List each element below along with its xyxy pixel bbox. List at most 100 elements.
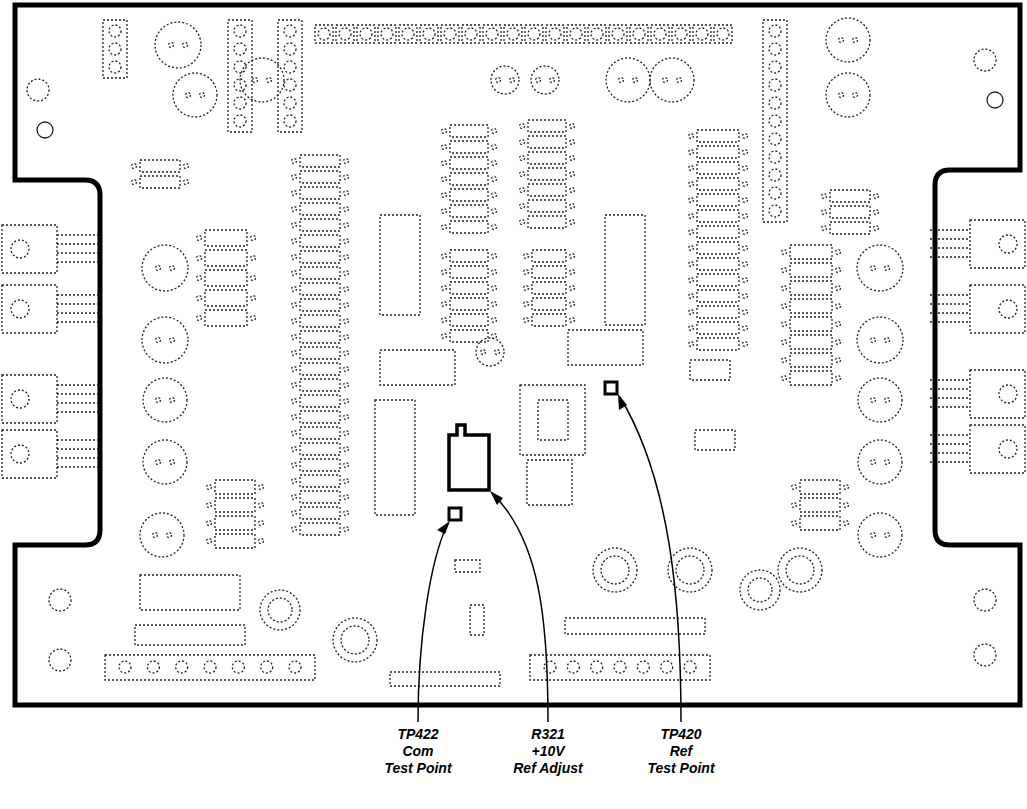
part-description: Test Point: [384, 760, 451, 777]
header-hole: [612, 28, 624, 40]
resistor-lead: [292, 223, 297, 228]
pad: [769, 187, 781, 199]
resistor: [300, 155, 340, 167]
regulator-tab: [538, 400, 568, 440]
capacitor: [826, 73, 870, 117]
resistor-lead: [689, 230, 694, 235]
resistor-lead: [184, 180, 189, 185]
resistor: [215, 480, 255, 494]
resistor-lead: [844, 503, 849, 508]
resistor-lead: [792, 485, 797, 490]
connector-pin: [11, 300, 29, 318]
resistor: [697, 226, 739, 238]
resistor-lead: [743, 150, 748, 155]
resistor-lead: [836, 286, 841, 291]
resistor-lead: [524, 302, 529, 307]
resistor: [205, 290, 247, 306]
leader-arrowhead: [618, 394, 627, 410]
board-outline: [15, 5, 1020, 705]
connector-pin: [999, 300, 1017, 318]
pad: [284, 61, 296, 73]
resistor-lead: [292, 207, 297, 212]
resistor-lead: [292, 239, 297, 244]
mounting-hole: [974, 49, 996, 71]
header-pad: [567, 25, 585, 43]
terminal-pad: [147, 661, 159, 673]
header-hole: [402, 28, 414, 40]
resistor-lead: [743, 342, 748, 347]
resistor: [790, 299, 832, 313]
transistor: [527, 460, 572, 505]
connector-pin: [11, 445, 29, 463]
resistor-lead: [520, 124, 525, 129]
resistor-lead: [344, 207, 349, 212]
resistor: [300, 475, 340, 487]
jack-ring: [333, 618, 377, 662]
resistor-lead: [207, 485, 212, 490]
capacitor-lead: [663, 78, 668, 83]
header-pad: [609, 25, 627, 43]
connector-lead: [57, 384, 100, 385]
capacitor: [857, 245, 903, 291]
resistor: [450, 221, 488, 233]
resistor-lead: [344, 463, 349, 468]
header-pad: [462, 25, 480, 43]
connector-lead: [57, 402, 100, 403]
resistor-lead: [132, 164, 137, 169]
resistor: [528, 136, 566, 148]
resistor-lead: [689, 246, 694, 251]
resistor: [697, 274, 739, 286]
resistor: [697, 162, 739, 174]
resistor-lead: [743, 198, 748, 203]
resistor-lead: [197, 276, 202, 281]
capacitor-lead: [871, 533, 876, 538]
header-hole: [633, 28, 645, 40]
resistor-lead: [442, 334, 447, 339]
pad: [234, 61, 246, 73]
resistor-lead: [492, 334, 497, 339]
capacitor-lead: [839, 93, 844, 98]
resistor-lead: [689, 326, 694, 331]
capacitor-lead: [170, 398, 175, 403]
resistor-lead: [689, 310, 694, 315]
resistor: [205, 230, 247, 246]
capacitor: [531, 66, 559, 94]
header-pad: [525, 25, 543, 43]
resistor: [532, 314, 566, 326]
resistor-lead: [292, 303, 297, 308]
resistor-lead: [743, 246, 748, 251]
pad: [109, 43, 121, 55]
terminal-strip: [105, 655, 315, 680]
resistor-lead: [492, 193, 497, 198]
part-description: Ref Adjust: [513, 760, 582, 777]
resistor: [450, 205, 488, 217]
capacitor: [857, 317, 903, 363]
jack-ring-inner: [601, 556, 629, 584]
resistor: [300, 459, 340, 471]
resistor: [830, 190, 870, 202]
resistor: [450, 250, 488, 262]
resistor: [450, 173, 488, 185]
pad: [769, 43, 781, 55]
resistor: [205, 270, 247, 286]
resistor: [790, 335, 832, 349]
resistor-lead: [524, 270, 529, 275]
header-pad: [504, 25, 522, 43]
pad: [234, 115, 246, 127]
resistor-lead: [292, 255, 297, 260]
resistor: [450, 298, 488, 310]
resistor-lead: [344, 479, 349, 484]
resistor: [300, 219, 340, 231]
resistor: [697, 194, 739, 206]
leader-line: [620, 397, 681, 722]
resistor-lead: [442, 193, 447, 198]
connector-block: [970, 220, 1025, 268]
resistor-lead: [792, 521, 797, 526]
capacitor: [858, 440, 902, 484]
capacitor-lead: [885, 338, 890, 343]
resistor-lead: [492, 145, 497, 150]
capacitor-lead: [156, 398, 161, 403]
resistor-lead: [292, 431, 297, 436]
resistor-lead: [570, 286, 575, 291]
resistor: [790, 353, 832, 367]
